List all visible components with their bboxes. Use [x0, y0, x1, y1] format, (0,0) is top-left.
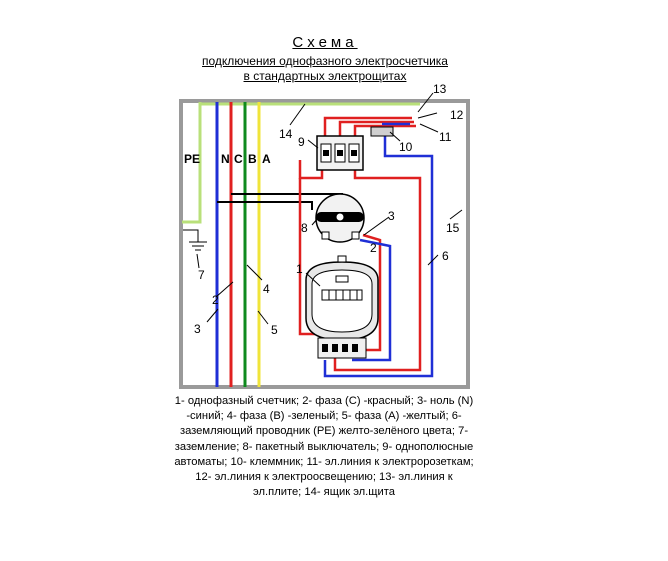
meter-face	[311, 269, 373, 333]
callout-15: 15	[446, 221, 460, 235]
label-pe: PE	[184, 152, 200, 166]
callout-7: 7	[198, 268, 205, 282]
label-n: N	[221, 152, 230, 166]
callout-2-switch: 2	[370, 241, 377, 255]
packet-switch	[315, 193, 365, 243]
callout-9: 9	[298, 135, 305, 149]
switch-to-meter-red	[360, 233, 382, 352]
callout-13: 13	[433, 82, 447, 96]
diagram-subtitle-line1: подключения однофазного электросчетчика	[202, 54, 448, 68]
callout-3-switch: 3	[388, 209, 395, 223]
feed-wire-neutral	[217, 201, 313, 210]
packet-switch-term-left	[321, 231, 330, 240]
callout-11: 11	[439, 130, 452, 144]
ground-icon	[183, 229, 207, 251]
meter-counter	[321, 289, 363, 301]
callout-1: 1	[296, 262, 303, 276]
label-b: B	[248, 152, 257, 166]
callout-8: 8	[301, 221, 308, 235]
meter-to-breakers-red	[333, 168, 422, 372]
leader-lines	[196, 92, 463, 325]
meter-seal	[337, 255, 347, 263]
breaker-link-red	[298, 160, 324, 180]
diagram-subtitle-line2: в стандартных электрощитах	[243, 69, 407, 83]
line-to-light-red	[338, 120, 414, 136]
callout-10: 10	[399, 140, 413, 154]
callout-4: 4	[263, 282, 270, 296]
terminal-block	[370, 126, 394, 137]
callout-14: 14	[279, 127, 293, 141]
callout-12: 12	[450, 108, 464, 122]
breaker-2-lever	[337, 150, 343, 156]
legend-text: 1- однофазный счетчик; 2- фаза (С) -крас…	[174, 395, 474, 499]
breaker-1-lever	[323, 150, 329, 156]
electric-meter	[305, 255, 379, 359]
diagram-title: Схема	[292, 34, 358, 51]
meter-to-terminal-blue	[323, 136, 434, 378]
label-c: C	[234, 152, 243, 166]
meter-window	[335, 275, 349, 283]
line-to-sockets-red	[353, 124, 416, 136]
packet-switch-term-right	[351, 231, 360, 240]
breaker-3-lever	[351, 150, 357, 156]
line-to-stove-red	[323, 116, 412, 136]
breakers	[316, 135, 364, 171]
callout-5: 5	[271, 323, 278, 337]
packet-switch-center	[335, 212, 345, 222]
callout-3: 3	[194, 322, 201, 336]
switch-to-meter-blue	[352, 238, 392, 362]
callout-6: 6	[442, 249, 449, 263]
label-a: A	[262, 152, 271, 166]
pe-wire	[182, 102, 202, 224]
callout-2: 2	[212, 293, 219, 307]
